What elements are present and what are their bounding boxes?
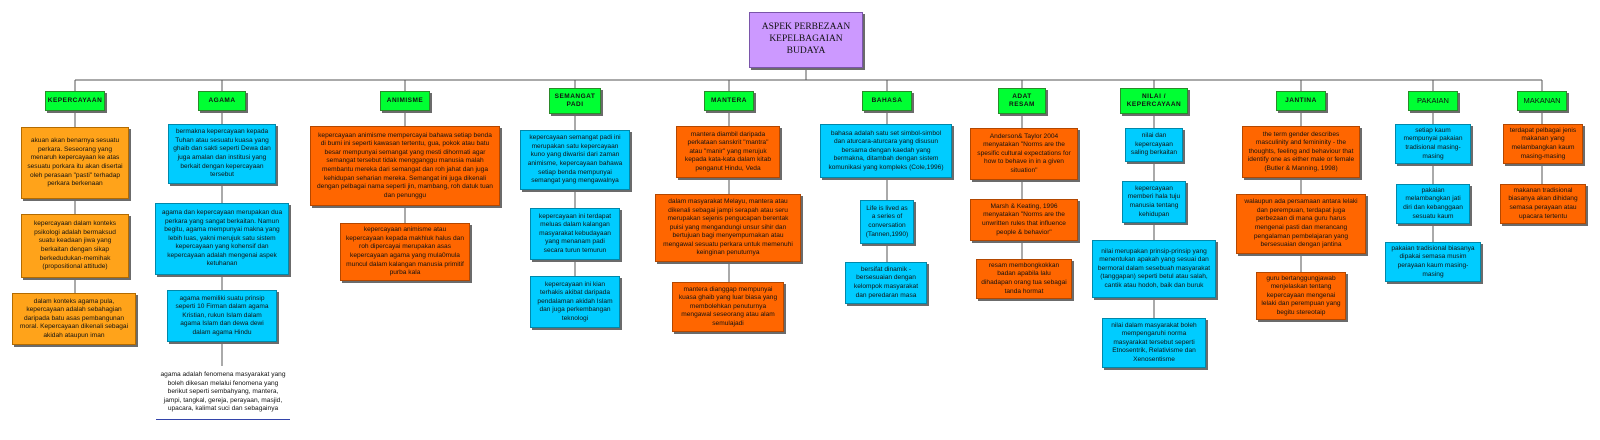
category-mantera[interactable]: MANTERA bbox=[704, 91, 754, 111]
node-agama-1[interactable]: bermakna kepercayaan kepada Tuhan atau s… bbox=[168, 124, 276, 184]
node-pakaian-3[interactable]: pakaian tradisional biasanya dipakai sem… bbox=[1385, 242, 1481, 282]
node-mantera-3[interactable]: mantera dianggap mempunyai kuasa ghaib y… bbox=[672, 282, 784, 332]
node-nilai-1[interactable]: nilai dan kepercayaan saling berkaitan bbox=[1125, 128, 1183, 162]
node-bahasa-2[interactable]: Life is lived as a series of conversatio… bbox=[860, 200, 914, 244]
node-adat-resam-1[interactable]: Anderson& Taylor 2004 menyatakan "Norms … bbox=[970, 128, 1078, 180]
category-kepercayaan[interactable]: KEPERCAYAAN bbox=[45, 91, 105, 111]
category-makanan[interactable]: MAKANAN bbox=[1517, 91, 1567, 111]
node-semangat-padi-3[interactable]: kepercayaan ini kian terhakis akibat dar… bbox=[530, 276, 620, 328]
node-animisme-2[interactable]: kepercayaan animisme atau kepercayaan ke… bbox=[340, 223, 470, 281]
node-kepercayaan-2[interactable]: kepercayaan dalam konteks psikologi adal… bbox=[21, 214, 129, 278]
node-agama-3[interactable]: agama memiliki suatu prinsip seperti 10 … bbox=[167, 290, 277, 342]
node-agama-2[interactable]: agama dan kepercayaan merupakan dua perk… bbox=[155, 203, 289, 275]
category-jantina[interactable]: JANTINA bbox=[1276, 91, 1326, 111]
node-jantina-3[interactable]: guru bertanggungjawab menjelaskan tentan… bbox=[1256, 272, 1346, 320]
node-agama-4: agama adalah fenomena masyarakat yang bo… bbox=[156, 366, 290, 420]
node-jantina-1[interactable]: the term gender describes masculinity an… bbox=[1242, 126, 1360, 178]
category-semangat-padi[interactable]: SEMANGAT PADI bbox=[549, 88, 601, 114]
node-pakaian-1[interactable]: setiap kaum mempunyai pakaian tradisiona… bbox=[1395, 124, 1471, 164]
node-makanan-1[interactable]: terdapat pelbagai jenis makanan yang mel… bbox=[1503, 124, 1583, 164]
category-agama[interactable]: AGAMA bbox=[198, 91, 246, 111]
category-nilai-kepercayaan[interactable]: NILAI / KEPERCAYAAN bbox=[1120, 88, 1188, 114]
category-animisme[interactable]: ANIMISME bbox=[380, 91, 430, 111]
node-semangat-padi-1[interactable]: kepercayaan semangat padi ini merupakan … bbox=[520, 130, 630, 190]
node-mantera-2[interactable]: dalam masyarakat Melayu, mantera atau di… bbox=[655, 194, 801, 262]
root-topic[interactable]: ASPEK PERBEZAAN KEPELBAGAIAN BUDAYA bbox=[749, 12, 863, 68]
node-kepercayaan-3[interactable]: dalam konteks agama pula, kepercayaan ad… bbox=[12, 293, 136, 345]
node-makanan-2[interactable]: makanan tradisional biasanya akan dihida… bbox=[1500, 184, 1586, 224]
node-mantera-1[interactable]: mantera diambil daripada perkataan sansk… bbox=[676, 126, 780, 178]
node-semangat-padi-2[interactable]: kepercayaan ini terdapat meluas dalam ka… bbox=[530, 208, 620, 260]
node-nilai-2[interactable]: kepercayaan memberi hala tuju manusia te… bbox=[1122, 181, 1186, 223]
category-adat-resam[interactable]: ADAT RESAM bbox=[998, 88, 1046, 114]
node-animisme-1[interactable]: kepercayaan animisme mempercayai bahawa … bbox=[310, 126, 500, 206]
node-bahasa-1[interactable]: bahasa adalah satu set simbol-simbol dan… bbox=[820, 124, 952, 178]
node-bahasa-3[interactable]: bersifat dinamik - bersesuaian dengan ke… bbox=[845, 262, 927, 304]
root-title: ASPEK PERBEZAAN KEPELBAGAIAN BUDAYA bbox=[761, 22, 851, 56]
category-bahasa[interactable]: BAHASA bbox=[862, 91, 912, 111]
node-adat-resam-2[interactable]: Marsh & Keating, 1996 menyatakan "Norms … bbox=[970, 199, 1078, 241]
node-kepercayaan-1[interactable]: akuan akan benarnya sesuatu perkara. Ses… bbox=[21, 127, 129, 199]
node-nilai-3[interactable]: nilai merupakan prinsip-prinsip yang men… bbox=[1092, 240, 1216, 298]
node-nilai-4[interactable]: nilai dalam masyarakat boleh mempengaruh… bbox=[1102, 318, 1206, 368]
node-pakaian-2[interactable]: pakaian melambangkan jati diri dan keban… bbox=[1396, 184, 1470, 224]
node-adat-resam-3[interactable]: resam membongkokkan badan apabila lalu d… bbox=[976, 259, 1072, 299]
node-jantina-2[interactable]: walaupun ada persamaan antara lelaki dan… bbox=[1236, 194, 1366, 254]
category-pakaian[interactable]: PAKAIAN bbox=[1408, 91, 1458, 111]
